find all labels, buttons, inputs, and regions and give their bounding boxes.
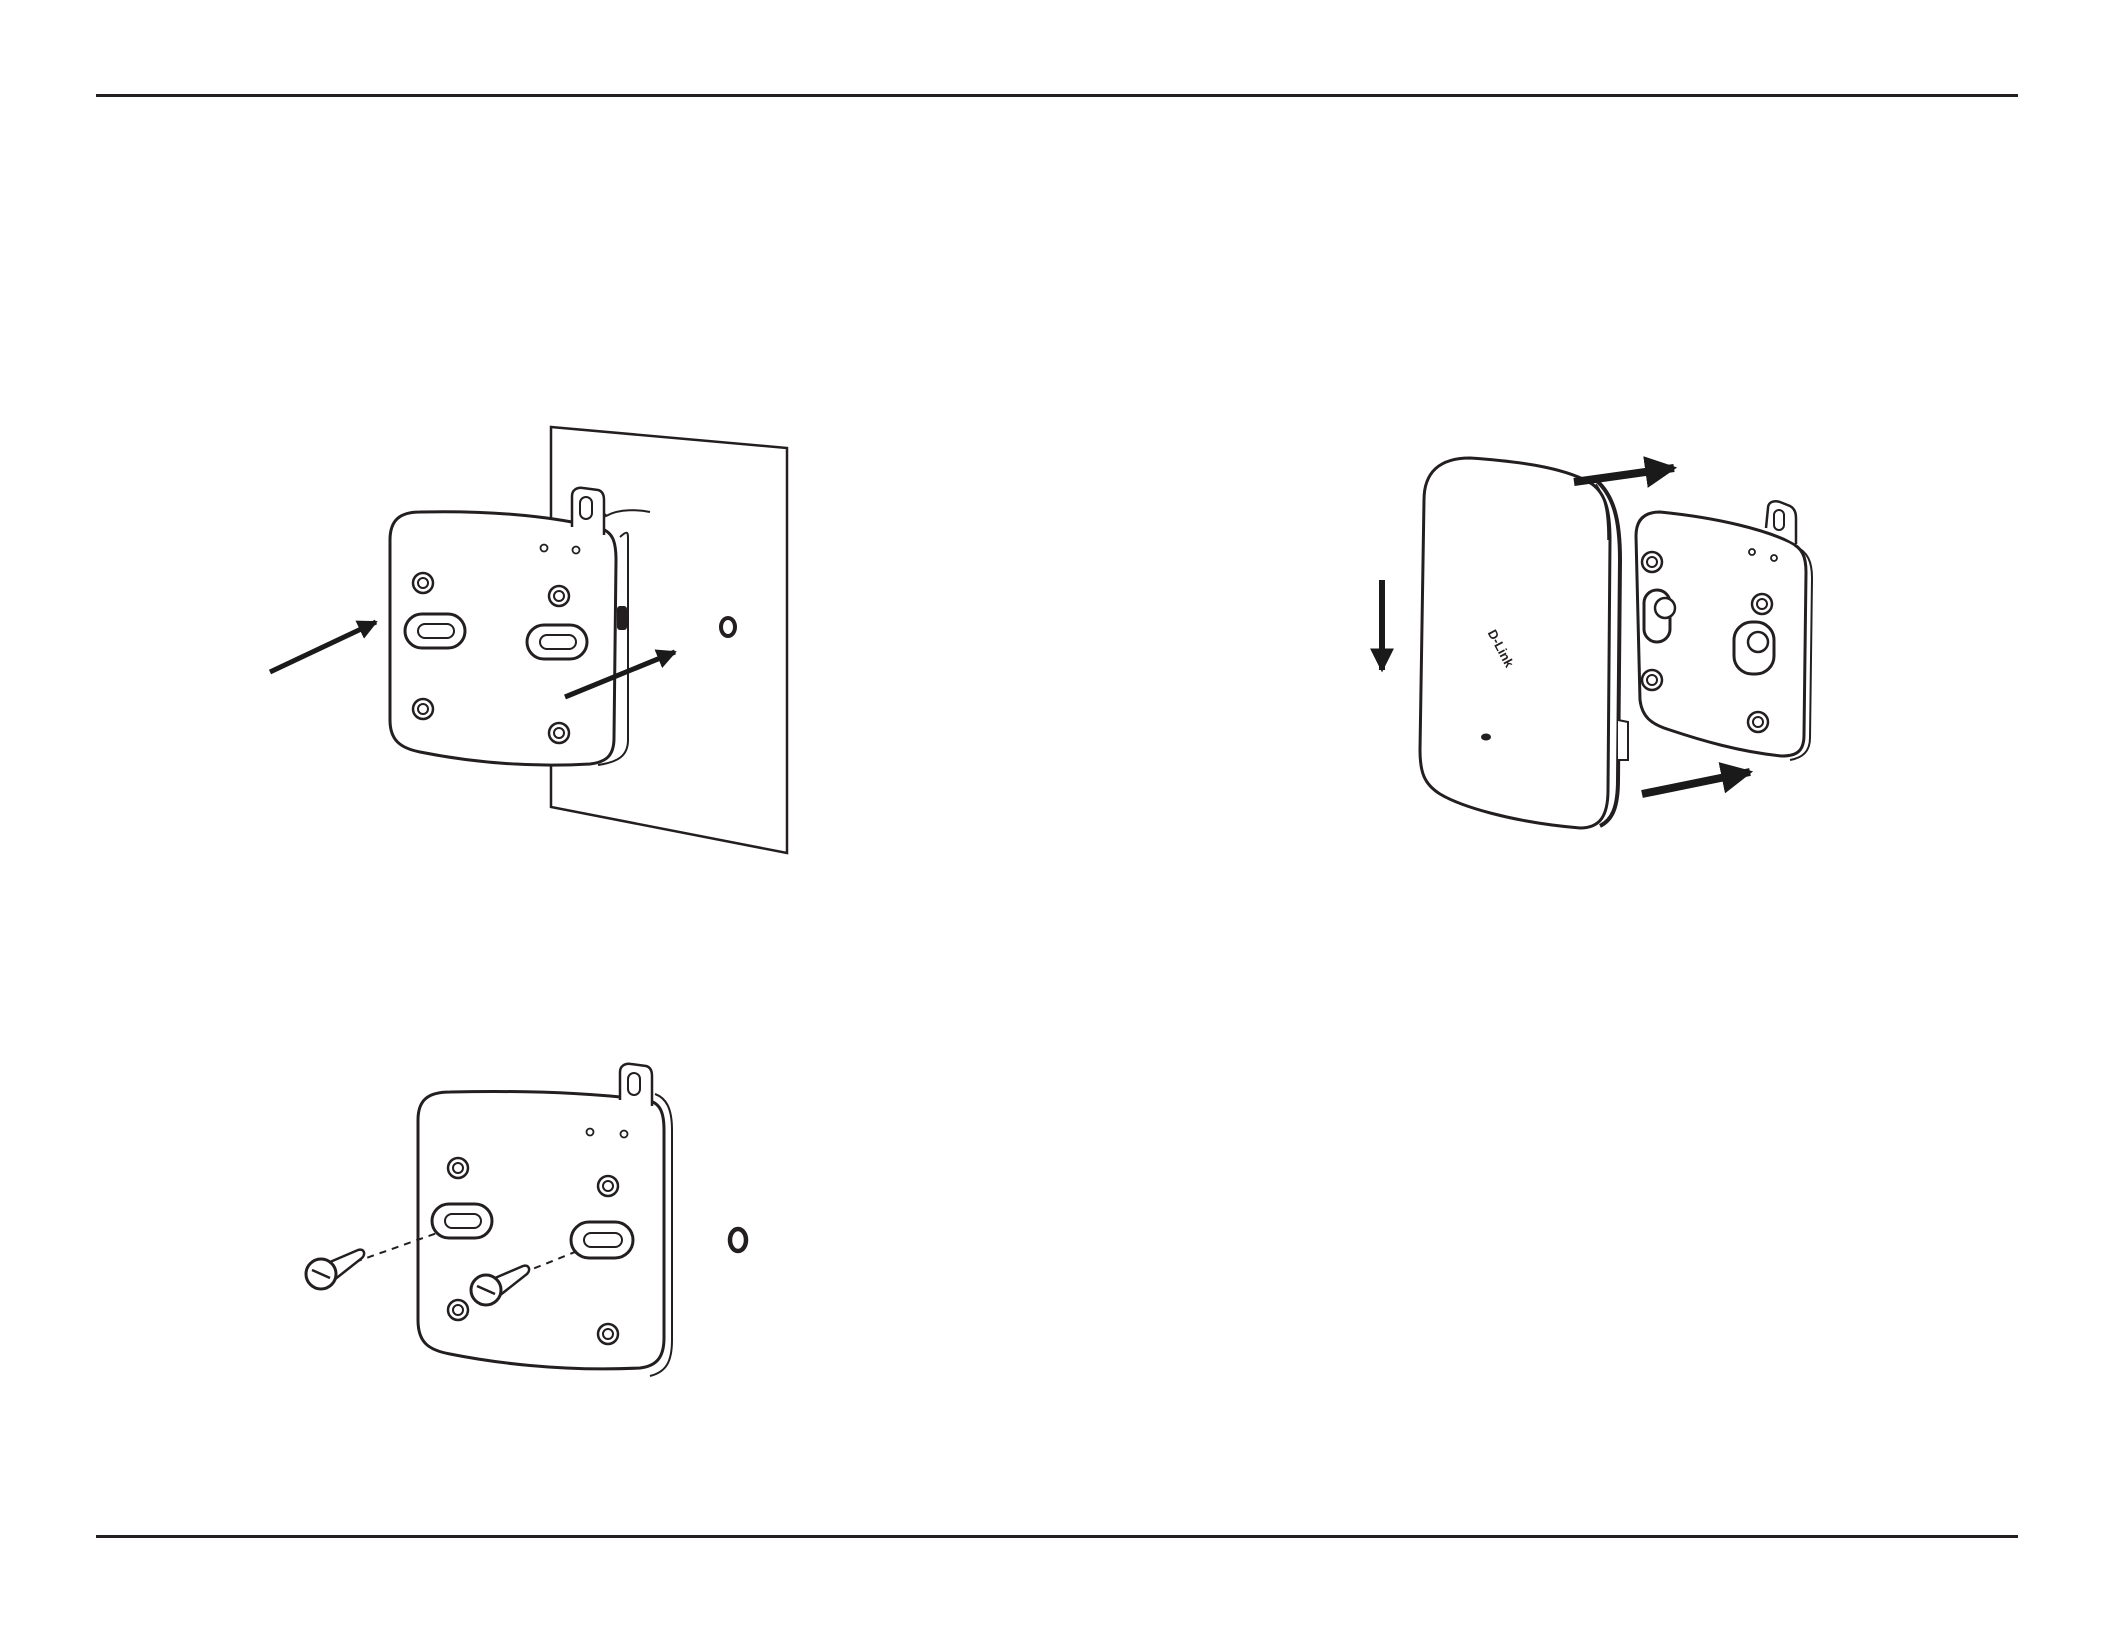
access-point	[1420, 458, 1610, 828]
arrow-slide-bottom	[1642, 772, 1750, 794]
status-led-icon	[1481, 734, 1491, 741]
arrow-slide-top	[1574, 468, 1674, 482]
screws-figure	[306, 1064, 746, 1376]
screw-icon	[306, 1250, 364, 1289]
wall-mount-figure	[270, 427, 787, 853]
arrow-into-plate	[270, 622, 376, 672]
anchor-ring-icon	[730, 1229, 746, 1251]
attach-figure: D-Link	[1382, 458, 1812, 828]
wall-hole-icon	[721, 618, 735, 636]
